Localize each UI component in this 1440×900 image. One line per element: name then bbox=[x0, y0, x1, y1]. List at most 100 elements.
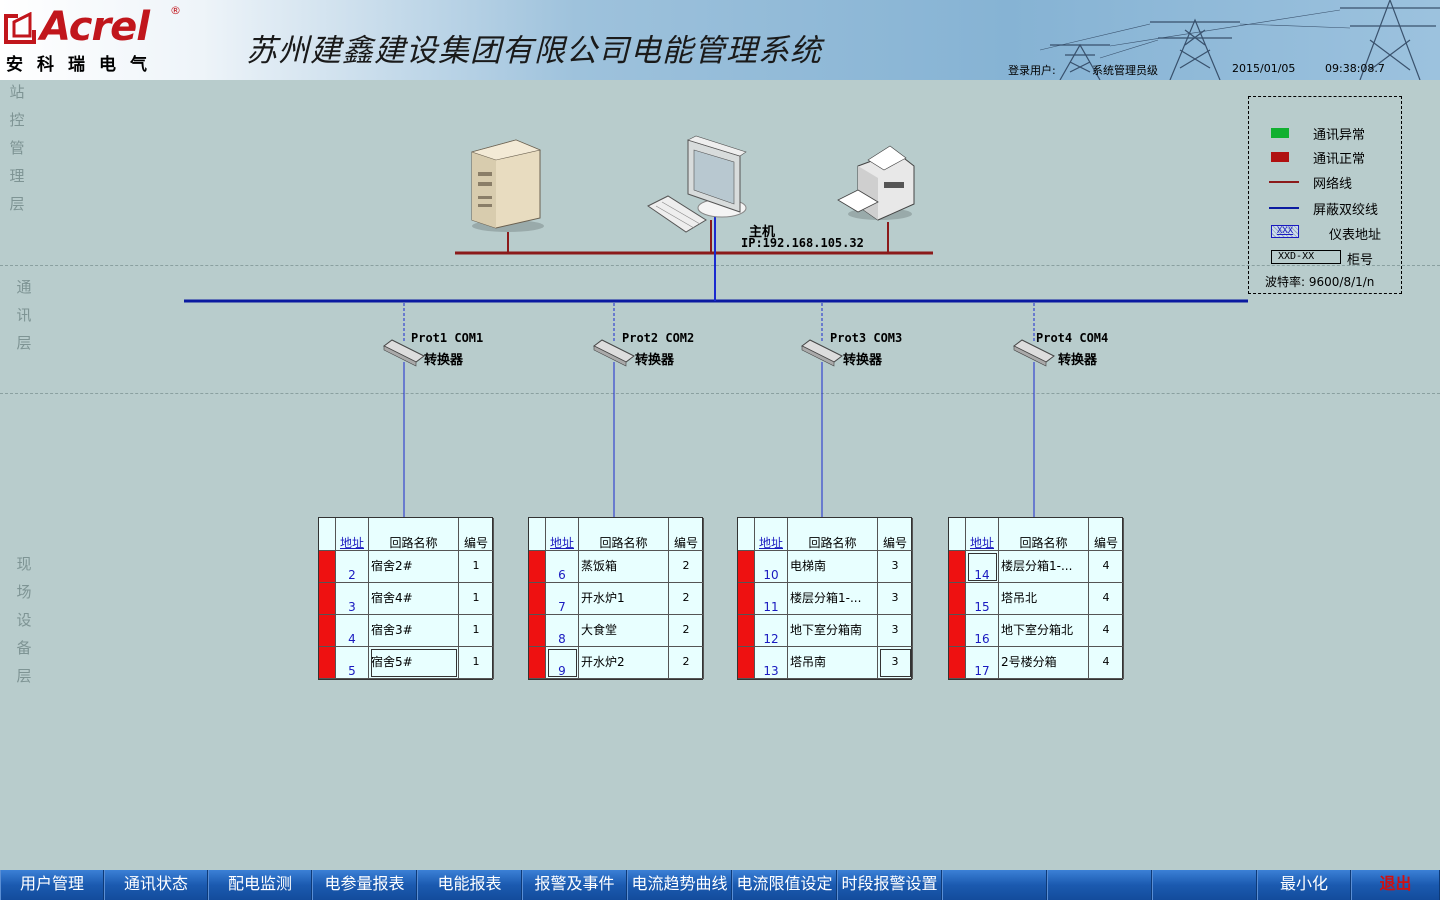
table-header-num: 编号 bbox=[669, 518, 704, 551]
logo-subtitle: 安科瑞电气 bbox=[6, 55, 161, 75]
converter-icon[interactable] bbox=[1013, 339, 1055, 367]
table-cell-addr[interactable]: 7 bbox=[546, 583, 579, 615]
port-label: Prot1 COM1 bbox=[411, 331, 484, 345]
table-cell-num[interactable]: 3 bbox=[878, 583, 913, 615]
login-user-label: 登录用户: bbox=[1008, 64, 1056, 77]
nav-dist-monitor[interactable]: 配电监测 bbox=[208, 870, 312, 900]
table-cell-name[interactable]: 地下室分箱南 bbox=[788, 615, 878, 647]
status-indicator bbox=[738, 615, 755, 647]
table-cell-name[interactable]: 电梯南 bbox=[788, 551, 878, 583]
table-header-status bbox=[949, 518, 966, 551]
table-cell-addr[interactable]: 9 bbox=[546, 647, 579, 679]
table-cell-addr[interactable]: 16 bbox=[966, 615, 999, 647]
table-cell-num[interactable]: 4 bbox=[1089, 551, 1124, 583]
table-header-name: 回路名称 bbox=[999, 518, 1089, 551]
table-cell-addr[interactable]: 15 bbox=[966, 583, 999, 615]
layer-char: 管 bbox=[9, 139, 25, 157]
host-label: 主机 bbox=[749, 225, 776, 240]
server-icon[interactable] bbox=[470, 139, 544, 232]
table-cell-name[interactable]: 楼层分箱1-... bbox=[788, 583, 878, 615]
nav-current-limit[interactable]: 电流限值设定 bbox=[732, 870, 837, 900]
table-cell-num[interactable]: 2 bbox=[669, 615, 704, 647]
table-cell-addr[interactable]: 2 bbox=[336, 551, 369, 583]
table-cell-addr[interactable]: 8 bbox=[546, 615, 579, 647]
table-cell-num[interactable]: 4 bbox=[1089, 615, 1124, 647]
table-cell-num[interactable]: 3 bbox=[878, 615, 913, 647]
layer-char: 站 bbox=[9, 83, 25, 101]
table-cell-addr[interactable]: 13 bbox=[755, 647, 788, 679]
table-cell-num[interactable]: 1 bbox=[459, 647, 494, 679]
field-layer-label: 现 场 设 备 层 bbox=[16, 550, 32, 690]
table-cell-num[interactable]: 3 bbox=[878, 551, 913, 583]
table-header-addr: 地址 bbox=[336, 518, 369, 551]
table-cell-name[interactable]: 塔吊北 bbox=[999, 583, 1089, 615]
nav-period-alarm[interactable]: 时段报警设置 bbox=[837, 870, 942, 900]
converter-icon[interactable] bbox=[593, 339, 635, 367]
table-cell-addr[interactable]: 6 bbox=[546, 551, 579, 583]
table-cell-name[interactable]: 宿舍5# bbox=[369, 647, 459, 679]
legend-panel: 通讯异常 通讯正常 网络线 屏蔽双绞线 XXX 仪表地址 XXD-XX 柜号 波… bbox=[1248, 96, 1402, 294]
table-cell-name[interactable]: 楼层分箱1-... bbox=[999, 551, 1089, 583]
host-computer-icon[interactable] bbox=[647, 135, 747, 233]
table-cell-name[interactable]: 开水炉1 bbox=[579, 583, 669, 615]
nav-current-trend[interactable]: 电流趋势曲线 bbox=[627, 870, 732, 900]
table-cell-num[interactable]: 4 bbox=[1089, 647, 1124, 679]
table-cell-num[interactable]: 1 bbox=[459, 551, 494, 583]
layer-char: 现 bbox=[16, 555, 32, 573]
nav-blank bbox=[1047, 870, 1152, 900]
logo-mark-icon bbox=[4, 12, 36, 44]
bottom-navbar: 用户管理 通讯状态 配电监测 电参量报表 电能报表 报警及事件 电流趋势曲线 电… bbox=[0, 870, 1440, 900]
table-cell-addr[interactable]: 11 bbox=[755, 583, 788, 615]
legend-text: 仪表地址 bbox=[1329, 228, 1382, 243]
layer-char: 备 bbox=[16, 639, 32, 657]
table-cell-name[interactable]: 地下室分箱北 bbox=[999, 615, 1089, 647]
table-cell-addr[interactable]: 14 bbox=[966, 551, 999, 583]
exit-button[interactable]: 退出 bbox=[1351, 870, 1440, 900]
table-cell-name[interactable]: 开水炉2 bbox=[579, 647, 669, 679]
table-cell-num[interactable]: 3 bbox=[878, 647, 913, 679]
legend-text: 屏蔽双绞线 bbox=[1313, 203, 1379, 218]
converter-label: 转换器 bbox=[424, 353, 464, 368]
minimize-button[interactable]: 最小化 bbox=[1257, 870, 1351, 900]
table-cell-num[interactable]: 2 bbox=[669, 583, 704, 615]
table-cell-name[interactable]: 大食堂 bbox=[579, 615, 669, 647]
station-layer-label: 站 控 管 理 层 bbox=[9, 78, 25, 218]
host-ip: IP:192.168.105.32 bbox=[741, 236, 864, 250]
table-header-addr: 地址 bbox=[546, 518, 579, 551]
converter-icon[interactable] bbox=[383, 339, 425, 367]
table-cell-name[interactable]: 蒸饭箱 bbox=[579, 551, 669, 583]
table-cell-addr[interactable]: 5 bbox=[336, 647, 369, 679]
status-indicator bbox=[738, 583, 755, 615]
converter-icon[interactable] bbox=[801, 339, 843, 367]
table-cell-name[interactable]: 宿舍2# bbox=[369, 551, 459, 583]
nav-alarm-event[interactable]: 报警及事件 bbox=[522, 870, 627, 900]
table-cell-addr[interactable]: 4 bbox=[336, 615, 369, 647]
table-cell-num[interactable]: 1 bbox=[459, 583, 494, 615]
status-indicator bbox=[319, 551, 336, 583]
nav-param-report[interactable]: 电参量报表 bbox=[312, 870, 417, 900]
table-cell-num[interactable]: 1 bbox=[459, 615, 494, 647]
table-cell-name[interactable]: 宿舍4# bbox=[369, 583, 459, 615]
table-cell-num[interactable]: 4 bbox=[1089, 583, 1124, 615]
nav-comm-status[interactable]: 通讯状态 bbox=[104, 870, 208, 900]
legend-item-cabinet: XXD-XX 柜号 bbox=[1249, 247, 1403, 268]
table-cell-addr[interactable]: 10 bbox=[755, 551, 788, 583]
status-indicator bbox=[738, 551, 755, 583]
converter-label: 转换器 bbox=[843, 353, 883, 368]
table-cell-name[interactable]: 宿舍3# bbox=[369, 615, 459, 647]
table-cell-num[interactable]: 2 bbox=[669, 647, 704, 679]
layer-char: 层 bbox=[9, 195, 25, 213]
table-cell-name[interactable]: 塔吊南 bbox=[788, 647, 878, 679]
table-cell-addr[interactable]: 3 bbox=[336, 583, 369, 615]
printer-icon[interactable] bbox=[837, 145, 915, 221]
table-cell-num[interactable]: 2 bbox=[669, 551, 704, 583]
table-cell-addr[interactable]: 12 bbox=[755, 615, 788, 647]
table-header-status bbox=[529, 518, 546, 551]
nav-user-mgmt[interactable]: 用户管理 bbox=[0, 870, 104, 900]
nav-energy-report[interactable]: 电能报表 bbox=[417, 870, 522, 900]
status-indicator bbox=[529, 647, 546, 679]
table-cell-addr[interactable]: 17 bbox=[966, 647, 999, 679]
status-indicator bbox=[738, 647, 755, 679]
table-cell-name[interactable]: 2号楼分箱 bbox=[999, 647, 1089, 679]
legend-text: 通讯正常 bbox=[1313, 152, 1366, 167]
